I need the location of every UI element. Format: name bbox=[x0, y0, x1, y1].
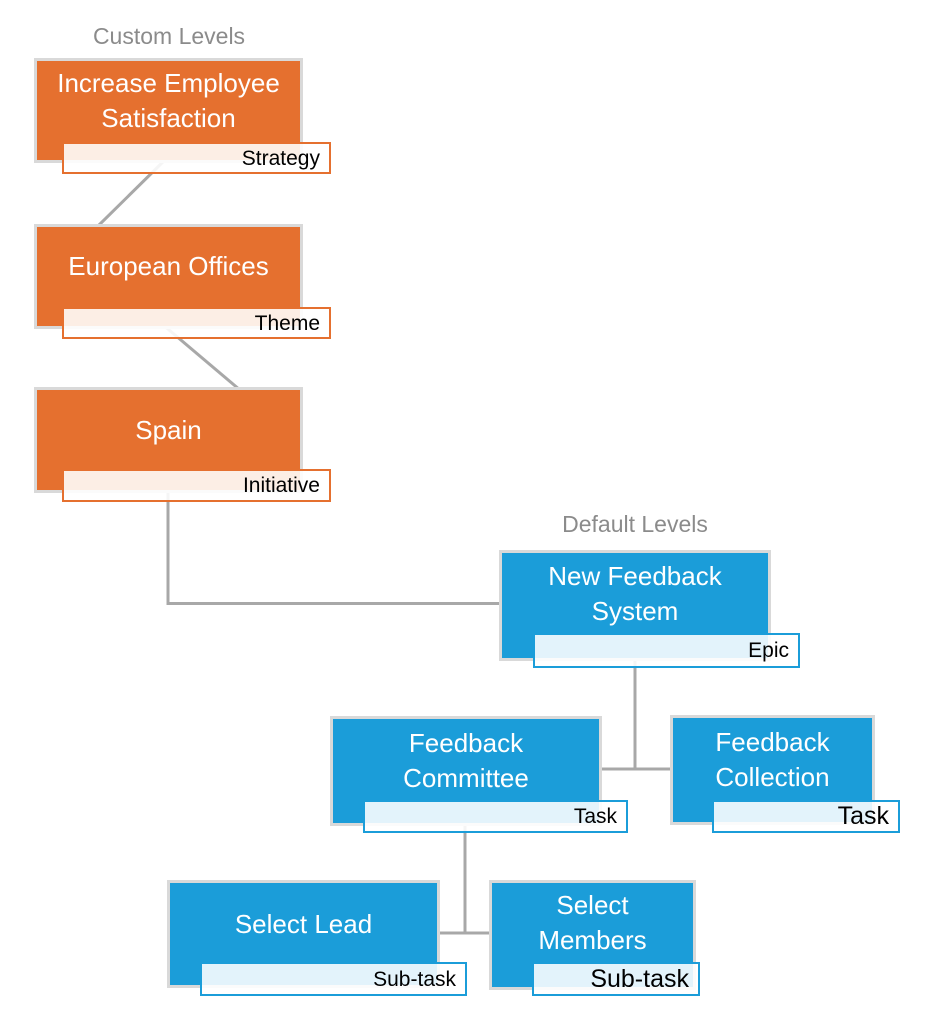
connector-task-subtasks bbox=[436, 821, 493, 935]
connector-epic-tasks bbox=[598, 656, 674, 771]
node-title: Feedback Collection bbox=[715, 727, 830, 792]
node-strategy-level-tag: Strategy bbox=[62, 142, 331, 174]
node-title: European Offices bbox=[68, 251, 269, 281]
node-title: Feedback Committee bbox=[403, 728, 529, 793]
default-levels-header: Default Levels bbox=[562, 511, 708, 537]
node-subtask1-level-tag: Sub-task bbox=[200, 962, 467, 996]
custom-levels-header: Custom Levels bbox=[92, 23, 246, 49]
node-title: Select Lead bbox=[234, 908, 373, 939]
node-title: Spain bbox=[135, 414, 202, 445]
node-task1-level-tag: Task bbox=[363, 800, 628, 833]
node-epic-level-tag: Epic bbox=[533, 633, 800, 668]
node-subtask2-level-tag: Sub-task bbox=[532, 962, 700, 996]
node-title: Select Members bbox=[538, 890, 647, 955]
node-task2-level-tag: Task bbox=[712, 800, 900, 833]
node-initiative-level-tag: Initiative bbox=[62, 469, 331, 502]
node-theme-level-tag: Theme bbox=[62, 307, 331, 339]
node-title: Increase Employee Satisfaction bbox=[57, 67, 280, 133]
node-title: New Feedback System bbox=[548, 560, 722, 626]
connector-initiative-epic bbox=[166, 488, 503, 605]
